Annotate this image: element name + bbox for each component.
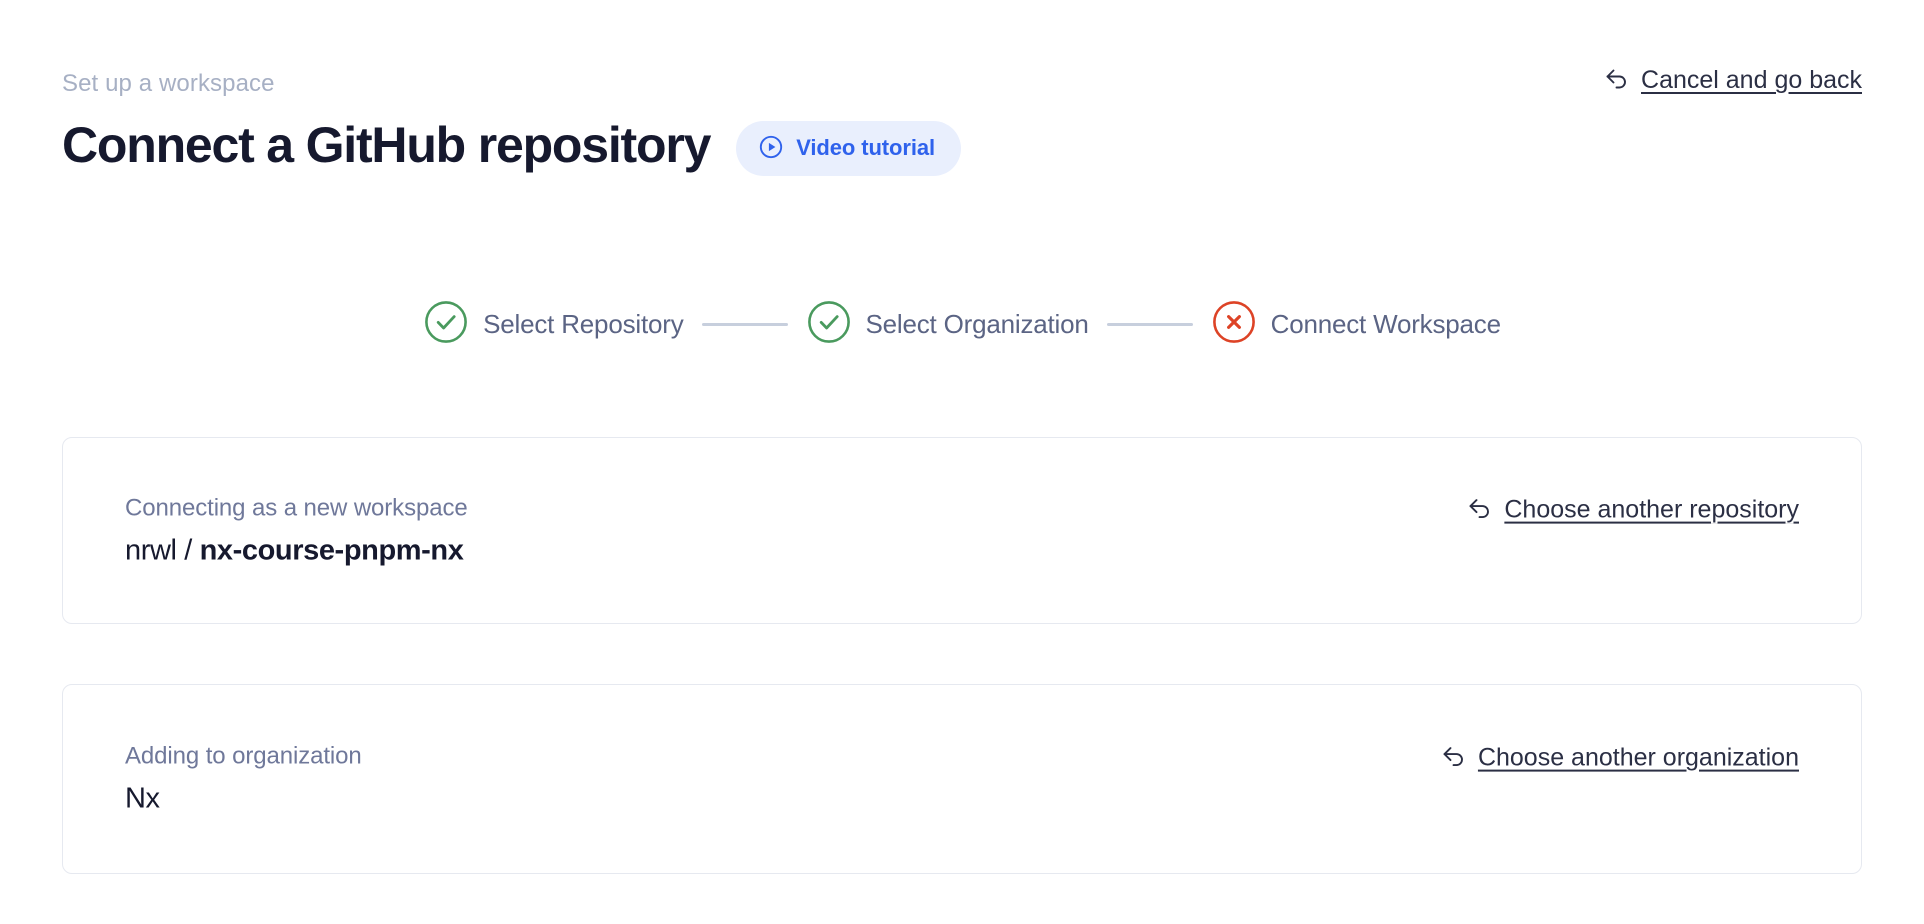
x-circle-icon xyxy=(1211,299,1257,350)
repository-card: Connecting as a new workspace nrwl / nx-… xyxy=(62,437,1862,624)
step-connector-2 xyxy=(1106,323,1193,326)
step-connector-1 xyxy=(701,323,788,326)
check-circle-icon xyxy=(806,299,852,350)
step-select-repository[interactable]: Select Repository xyxy=(423,299,684,350)
repository-card-value: nrwl / nx-course-pnpm-nx xyxy=(125,533,468,568)
play-circle-icon xyxy=(758,134,784,163)
repository-card-row: Connecting as a new workspace nrwl / nx-… xyxy=(125,493,1799,568)
back-arrow-icon xyxy=(1467,495,1493,524)
choose-another-organization-link[interactable]: Choose another organization xyxy=(1441,744,1799,773)
repository-owner: nrwl xyxy=(125,534,177,567)
page-title: Connect a GitHub repository xyxy=(62,117,711,174)
organization-card-row: Adding to organization Nx Choose another… xyxy=(125,742,1799,817)
progress-stepper: Select Repository Select Organization Co… xyxy=(0,299,1924,350)
check-circle-icon xyxy=(423,299,469,350)
step-label-select-repository: Select Repository xyxy=(483,309,684,339)
header-top-row: Set up a workspace Cancel and go back xyxy=(62,66,1862,99)
choose-another-organization-label: Choose another organization xyxy=(1477,743,1799,772)
video-tutorial-button[interactable]: Video tutorial xyxy=(736,120,961,176)
breadcrumb: Set up a workspace xyxy=(62,70,275,97)
title-row: Connect a GitHub repository Video tutori… xyxy=(62,115,1862,176)
step-select-organization[interactable]: Select Organization xyxy=(806,299,1089,350)
repository-name: nx-course-pnpm-nx xyxy=(199,534,464,567)
organization-card-inner: Adding to organization Nx Choose another… xyxy=(63,685,1861,873)
choose-another-repository-link[interactable]: Choose another repository xyxy=(1467,495,1799,524)
page-header: Set up a workspace Cancel and go back Co… xyxy=(62,66,1862,176)
organization-card-text: Adding to organization Nx xyxy=(125,742,362,817)
cancel-and-go-back-label: Cancel and go back xyxy=(1641,66,1862,94)
repository-card-inner: Connecting as a new workspace nrwl / nx-… xyxy=(63,438,1861,623)
choose-another-repository-label: Choose another repository xyxy=(1504,495,1799,524)
back-arrow-icon xyxy=(1604,66,1630,95)
cancel-and-go-back-link[interactable]: Cancel and go back xyxy=(1604,66,1862,95)
video-tutorial-label: Video tutorial xyxy=(796,135,935,161)
repository-card-text: Connecting as a new workspace nrwl / nx-… xyxy=(125,493,468,568)
step-label-connect-workspace: Connect Workspace xyxy=(1270,309,1501,339)
back-arrow-icon xyxy=(1441,744,1467,773)
step-label-select-organization: Select Organization xyxy=(865,309,1089,339)
organization-card-label: Adding to organization xyxy=(125,742,362,770)
organization-card: Adding to organization Nx Choose another… xyxy=(62,684,1862,874)
repository-separator: / xyxy=(176,534,200,567)
organization-name: Nx xyxy=(125,782,160,815)
step-connect-workspace[interactable]: Connect Workspace xyxy=(1211,299,1501,350)
repository-card-label: Connecting as a new workspace xyxy=(125,494,468,522)
